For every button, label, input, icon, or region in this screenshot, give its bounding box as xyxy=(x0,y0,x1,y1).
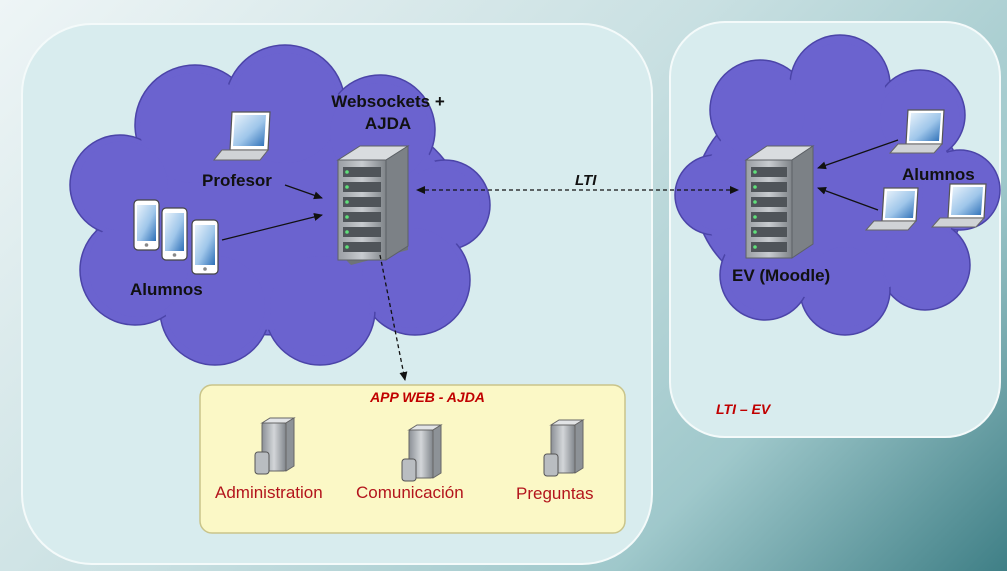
server-administration-icon xyxy=(254,417,296,475)
alumnos-right-label: Alumnos xyxy=(902,165,975,184)
arrow-server-app xyxy=(379,254,408,381)
module-comunicacion-label: Comunicación xyxy=(356,483,464,502)
server-comunicacion-icon xyxy=(401,424,443,482)
ev-moodle-label: EV (Moodle) xyxy=(732,266,831,285)
arrow-laptop2-moodle xyxy=(817,186,879,211)
lti-label: LTI xyxy=(575,172,597,189)
laptop-right-icon-3 xyxy=(930,183,987,228)
server-preguntas-icon xyxy=(543,419,585,477)
lti-ev-label: LTI – EV xyxy=(716,401,771,417)
arrow-laptop1-moodle xyxy=(817,139,899,170)
laptop-right-icon-1 xyxy=(888,109,945,154)
app-web-title: APP WEB - AJDA xyxy=(370,389,485,405)
arrow-alumnos-server xyxy=(221,213,323,241)
moodle-server-icon xyxy=(744,145,815,259)
tablet-icon-2 xyxy=(161,207,188,261)
server-label-line1: Websockets + xyxy=(331,92,445,111)
laptop-right-icon-2 xyxy=(864,187,919,231)
arrow-profesor-server xyxy=(284,184,323,200)
tablet-icon-1 xyxy=(133,199,160,251)
tablet-icon-3 xyxy=(191,219,219,275)
main-server-icon xyxy=(336,145,410,265)
laptop-profesor-icon xyxy=(212,111,271,161)
module-preguntas-label: Preguntas xyxy=(516,484,594,503)
profesor-label: Profesor xyxy=(202,171,272,190)
server-label-line2: AJDA xyxy=(364,114,412,133)
module-administration-label: Administration xyxy=(215,483,323,502)
alumnos-left-label: Alumnos xyxy=(130,280,203,299)
